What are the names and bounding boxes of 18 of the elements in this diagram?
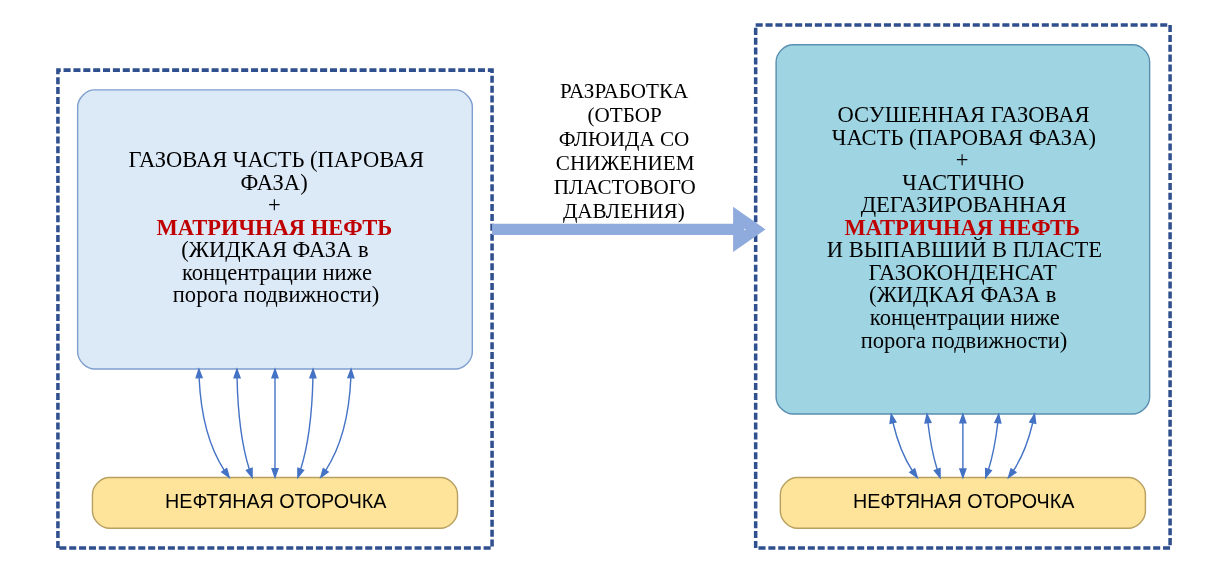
cluster: [753, 23, 1172, 550]
arrow: [958, 412, 967, 480]
arrow: [1006, 412, 1036, 480]
node-box: НЕФТЯНАЯ ОТОРОЧКА: [779, 476, 1146, 529]
node-box: ГАЗОВАЯ ЧАСТЬ (ПАРОВАЯ ФАЗА) + МАТРИЧНАЯ НЕФТЬ (ЖИДКАЯ ФАЗА в концентрации ниже порога подвижности): [76, 89, 473, 370]
arrow: [319, 367, 355, 479]
arrow: [491, 206, 765, 253]
arrow: [270, 367, 279, 480]
node-box: ОСУШЕННАЯ ГАЗОВАЯ ЧАСТЬ (ПАРОВАЯ ФАЗА) + ЧАСТИЧНО ДЕГАЗИРОВАННАЯ МАТРИЧНАЯ НЕФТЬ И ВЫПАВШИЙ В ПЛАСТЕ ГАЗОКОНДЕНСАТ (ЖИДКАЯ ФАЗА в концентрации ниже порога подвижности): [774, 44, 1150, 415]
edge-label: РАЗРАБОТКА (ОТБОР ФЛЮИДА СО СНИЖЕНИЕМ ПЛАСТОВОГО ДАВЛЕНИЯ): [553, 79, 696, 224]
arrow: [923, 412, 941, 480]
arrow: [296, 367, 317, 480]
arrow: [194, 367, 230, 479]
arrow: [984, 412, 1002, 480]
node-box: НЕФТЯНАЯ ОТОРОЧКА: [91, 476, 458, 529]
cluster: [55, 68, 494, 550]
arrow: [888, 412, 918, 480]
arrow: [232, 367, 253, 480]
